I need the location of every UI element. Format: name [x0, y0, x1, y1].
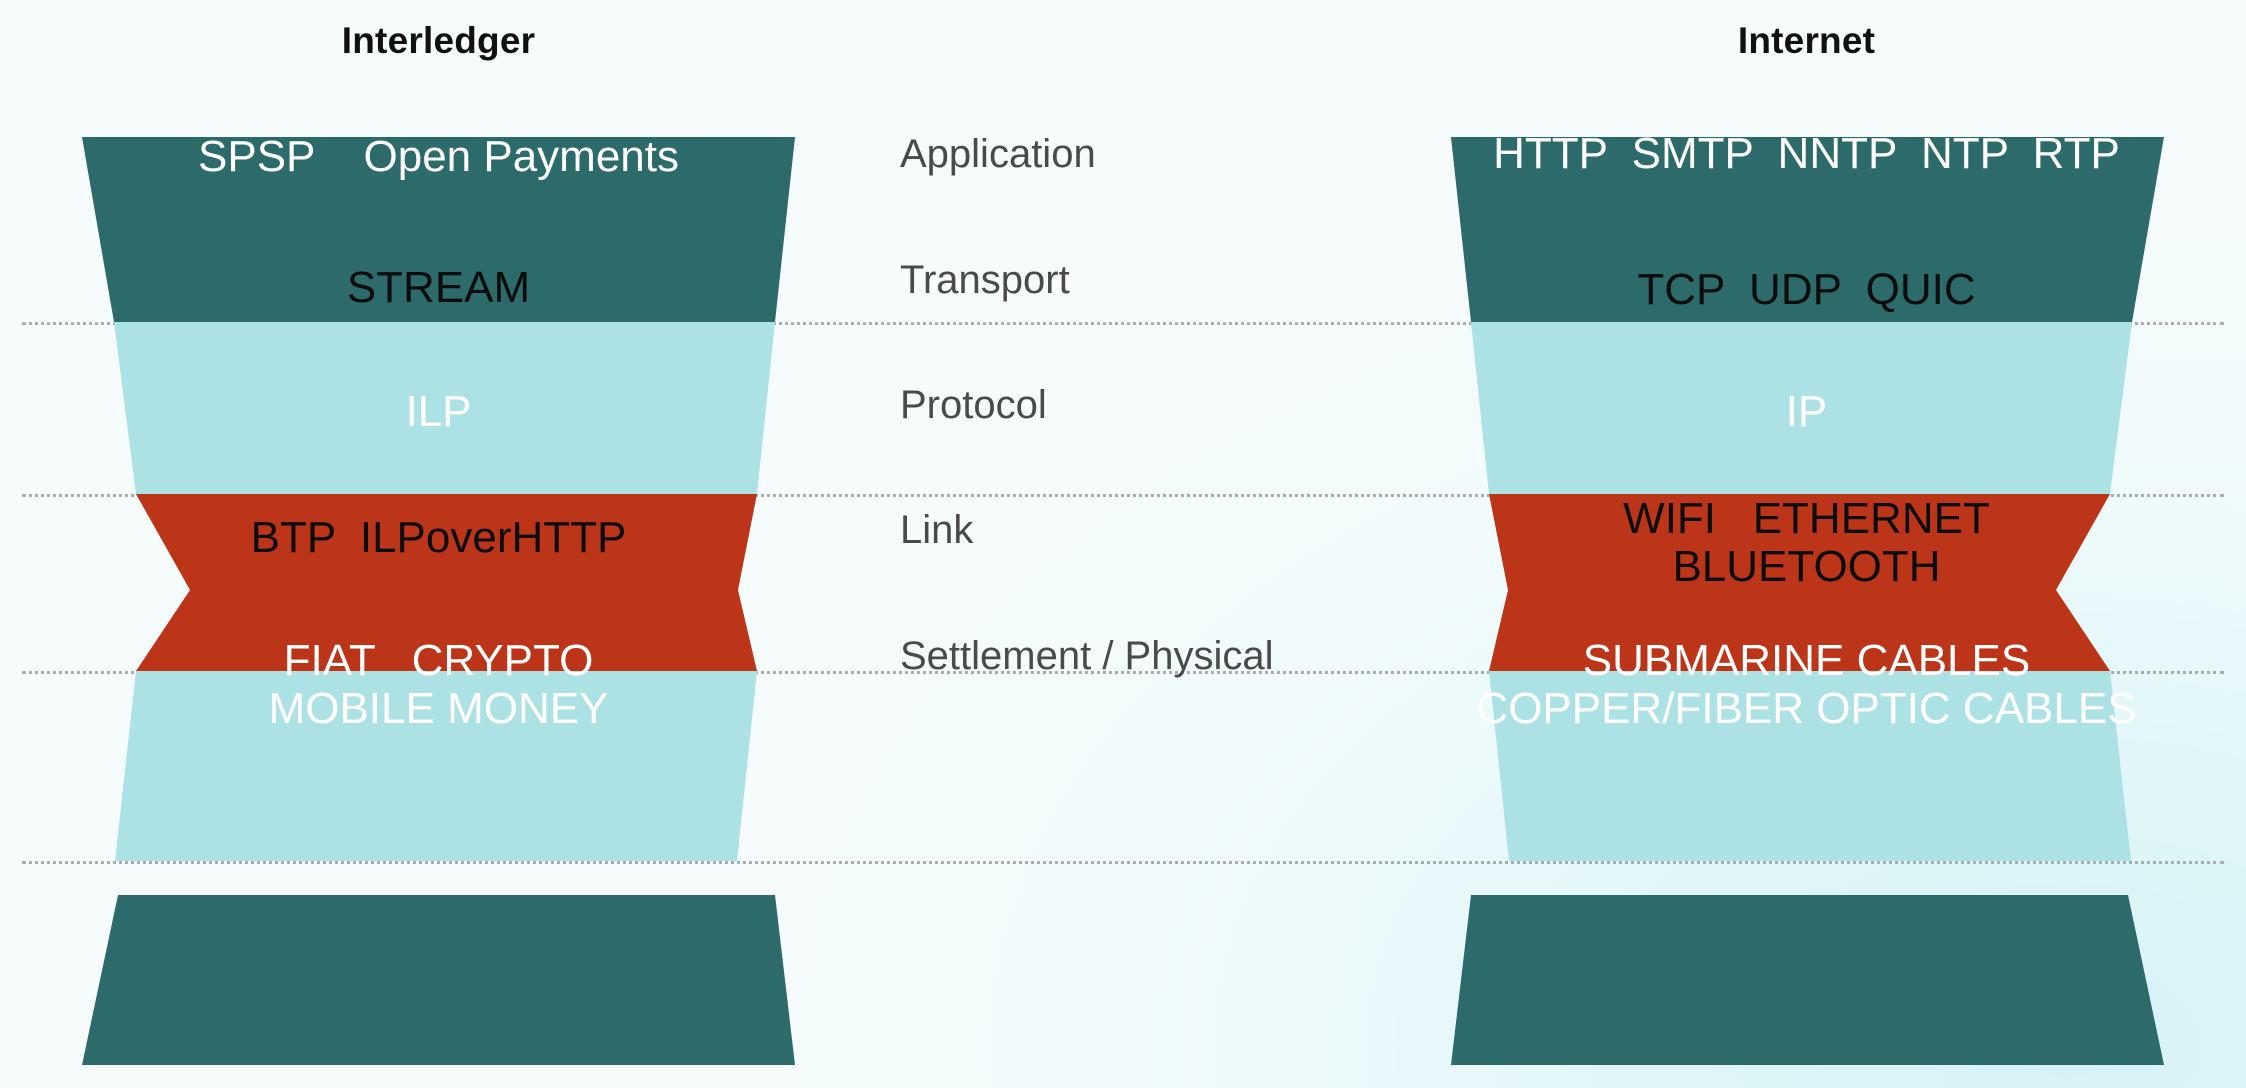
band-text-settlement-left: FIAT CRYPTO MOBILE MONEY: [268, 636, 609, 733]
layer-label-application: Application: [900, 132, 1096, 176]
band-text-settlement-right: SUBMARINE CABLES COPPER/FIBER OPTIC CABL…: [1476, 636, 2137, 733]
column-title-internet: Internet: [1737, 20, 1876, 61]
band-text-protocol-right: IP: [1785, 387, 1828, 436]
layer-label-link: Link: [900, 508, 974, 552]
band-shape-settlement-left: [82, 895, 795, 1065]
band-shape-settlement-right: [1451, 895, 2164, 1065]
band-text-application-left: SPSP Open Payments: [198, 132, 679, 181]
band-text-transport-left: STREAM: [346, 263, 531, 312]
band-text-transport-right: TCP UDP QUIC: [1637, 265, 1976, 314]
divider-transport-protocol: [22, 494, 2224, 497]
band-text-protocol-left: ILP: [405, 387, 472, 436]
layer-label-settlement: Settlement / Physical: [900, 634, 1274, 678]
layer-label-transport: Transport: [900, 258, 1070, 302]
band-text-application-right: HTTP SMTP NNTP NTP RTP: [1493, 129, 2120, 178]
band-text-link-left: BTP ILPoverHTTP: [250, 513, 627, 562]
layer-label-protocol: Protocol: [900, 383, 1047, 427]
divider-link-settlement: [22, 861, 2224, 864]
divider-application-transport: [22, 322, 2224, 325]
column-title-interledger: Interledger: [341, 20, 536, 61]
divider-protocol-link: [22, 671, 2224, 674]
band-text-link-right: WIFI ETHERNET BLUETOOTH: [1623, 494, 1990, 591]
